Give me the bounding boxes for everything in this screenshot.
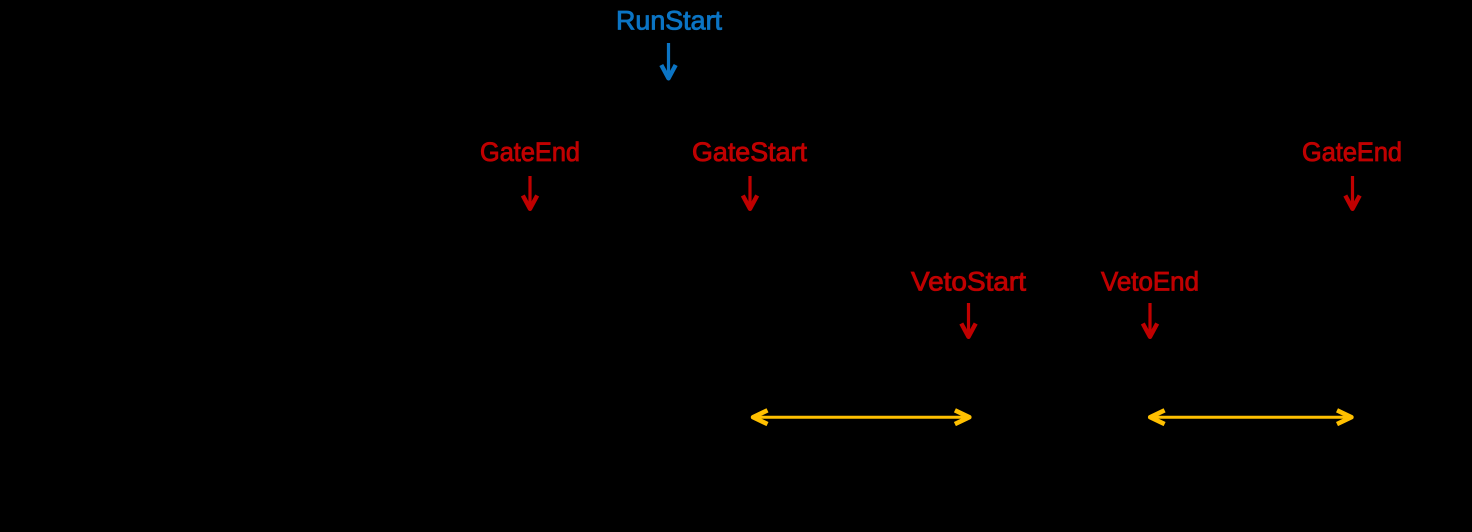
svg-text:VetoEnd: VetoEnd: [1101, 267, 1199, 297]
svg-text:GateEnd: GateEnd: [480, 137, 580, 167]
svg-text:VetoStart: VetoStart: [911, 267, 1027, 297]
svg-text:RunStart: RunStart: [616, 6, 722, 36]
svg-text:GateEnd: GateEnd: [1302, 137, 1402, 167]
svg-text:GateStart: GateStart: [692, 137, 807, 167]
